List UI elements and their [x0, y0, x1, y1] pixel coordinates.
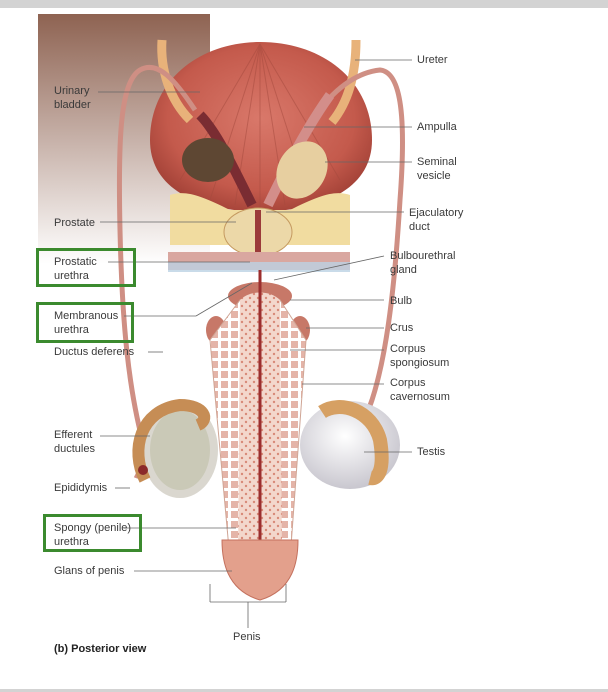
- left-epididymis: [132, 398, 211, 483]
- label-spongy-urethra: Spongy (penile) urethra: [54, 522, 132, 548]
- label-prostate: Prostate: [54, 217, 95, 229]
- right-seminal-vesicle: [276, 141, 328, 199]
- label-ejaculatory-duct: Ejaculatory duct: [409, 207, 464, 233]
- highlight-prostatic-urethra: [36, 248, 136, 287]
- label-crus: Crus: [390, 322, 414, 334]
- left-seminal-vesicle: [182, 138, 234, 182]
- label-bulb: Bulb: [390, 295, 413, 307]
- highlight-spongy-urethra: [43, 514, 142, 552]
- label-bulbourethral-gland: Bulbourethral gland: [390, 250, 456, 276]
- label-ureter: Ureter: [417, 54, 448, 66]
- label-epididymis: Epididymis: [54, 482, 108, 494]
- figure-caption: (b) Posterior view: [54, 643, 147, 655]
- label-membranous-urethra: Membranous urethra: [54, 310, 119, 336]
- top-border: [0, 0, 608, 8]
- right-epididymis: [318, 400, 389, 486]
- label-prostatic-urethra: Prostatic urethra: [54, 256, 97, 282]
- highlight-membranous-urethra: [36, 302, 134, 343]
- label-penis: Penis: [233, 631, 261, 643]
- label-corpus-cavernosum: Corpus cavernosum: [390, 377, 450, 403]
- bottom-border: [0, 689, 608, 692]
- ureter-right: [328, 39, 361, 125]
- label-ampulla: Ampulla: [417, 121, 457, 133]
- label-corpus-spongiosum: Corpus spongiosum: [390, 343, 450, 369]
- glans-of-penis-shape: [221, 539, 299, 601]
- label-seminal-vesicle: Seminal vesicle: [417, 156, 457, 182]
- ureter-left: [157, 39, 194, 124]
- label-testis: Testis: [417, 446, 446, 458]
- label-ductus-deferens: Ductus deferens: [54, 346, 135, 358]
- label-urinary-bladder: Urinary bladder: [54, 85, 91, 111]
- ductus-deferens-right: [315, 67, 405, 442]
- label-glans-of-penis: Glans of penis: [54, 565, 125, 577]
- label-efferent-ductules: Efferent ductules: [54, 429, 95, 455]
